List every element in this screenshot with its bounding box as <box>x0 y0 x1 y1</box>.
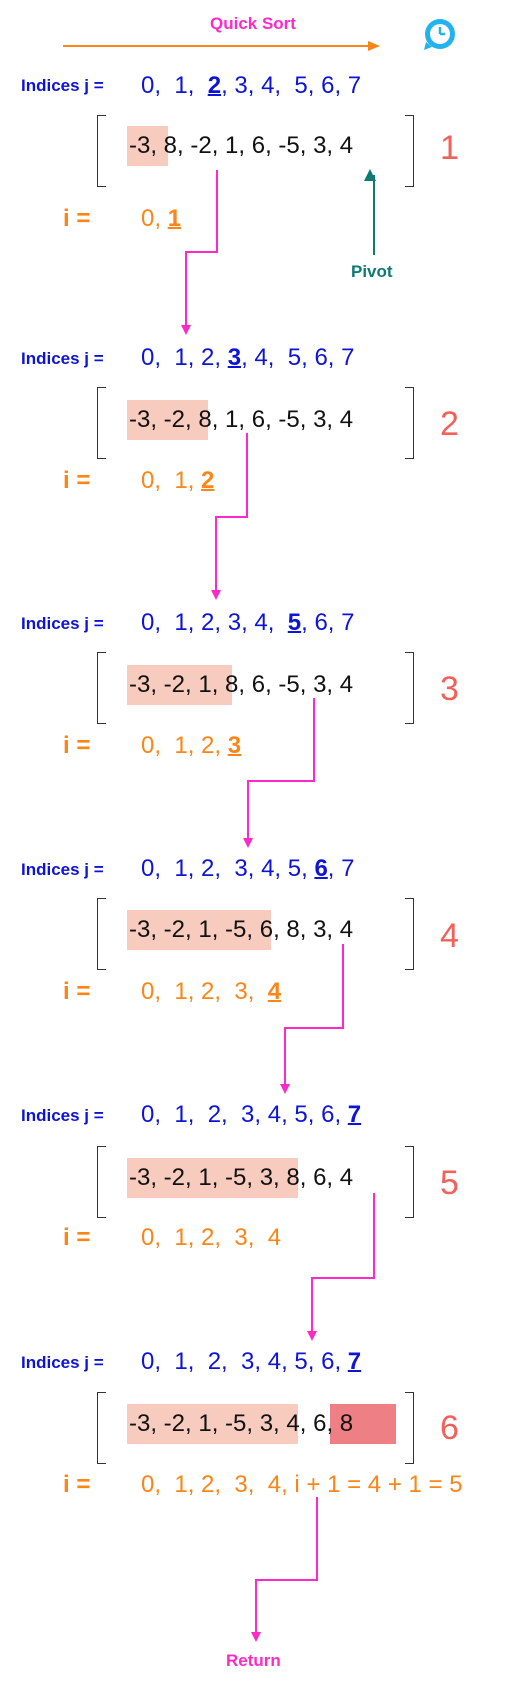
flow-arrow-3 <box>243 698 315 848</box>
flow-arrow-5 <box>307 1193 375 1341</box>
indices-row-2: 0, 1, 2, 3, 4, 5, 6, 7 <box>141 344 355 371</box>
step-number-4: 4 <box>440 917 459 955</box>
indices-row-4: 0, 1, 2, 3, 4, 5, 6, 7 <box>141 855 355 882</box>
highlight-6 <box>127 1404 298 1444</box>
indices-row-5: 0, 1, 2, 3, 4, 5, 6, 7 <box>141 1101 362 1128</box>
i-label: i = <box>63 1471 91 1498</box>
step-number-3: 3 <box>440 670 459 708</box>
bracket-left-3 <box>97 652 106 724</box>
highlight-5 <box>127 1158 298 1198</box>
highlight-greater-6 <box>330 1404 396 1444</box>
i-row-2: 0, 1, 2 <box>141 467 215 494</box>
bracket-right-6 <box>405 1392 414 1464</box>
i-row-1: 0, 1 <box>141 205 182 232</box>
array-row-5: -3, -2, 1, -5, 3, 8, 6, 4 <box>129 1164 354 1191</box>
bracket-left-4 <box>97 898 106 970</box>
flow-arrow-1 <box>181 170 218 335</box>
indices-label: Indices j = <box>21 1106 104 1125</box>
bracket-right-5 <box>405 1146 414 1218</box>
i-row-4: 0, 1, 2, 3, 4 <box>141 978 282 1005</box>
flow-arrow-4 <box>280 944 344 1094</box>
bracket-left-5 <box>97 1146 106 1218</box>
array-row-6: -3, -2, 1, -5, 3, 4, 6, 8 <box>129 1410 354 1437</box>
step-number-5: 5 <box>440 1164 459 1202</box>
bracket-left-2 <box>97 387 106 459</box>
i-label: i = <box>63 205 91 232</box>
flow-arrow-return <box>251 1497 318 1642</box>
bracket-left-6 <box>97 1392 106 1464</box>
highlight-4 <box>127 910 271 950</box>
i-row-5: 0, 1, 2, 3, 4 <box>141 1224 282 1251</box>
bracket-right-4 <box>405 898 414 970</box>
bracket-right-3 <box>405 652 414 724</box>
i-row-6: 0, 1, 2, 3, 4, i + 1 = 4 + 1 = 5 <box>141 1471 463 1498</box>
indices-label: Indices j = <box>21 349 104 368</box>
i-label: i = <box>63 1224 91 1251</box>
flow-arrow-2 <box>211 433 248 600</box>
bracket-right-2 <box>405 387 414 459</box>
step-number-2: 2 <box>440 405 459 443</box>
i-label: i = <box>63 732 91 759</box>
i-row-3: 0, 1, 2, 3 <box>141 732 242 759</box>
clock-refresh-icon[interactable] <box>422 14 458 59</box>
indices-label: Indices j = <box>21 614 104 633</box>
indices-row-6: 0, 1, 2, 3, 4, 5, 6, 7 <box>141 1348 362 1375</box>
i-label: i = <box>63 467 91 494</box>
indices-label: Indices j = <box>21 860 104 879</box>
highlight-3 <box>127 665 232 705</box>
step-number-6: 6 <box>440 1409 459 1447</box>
highlight-2 <box>127 400 208 440</box>
bracket-left-1 <box>97 115 106 187</box>
array-row-2: -3, -2, 8, 1, 6, -5, 3, 4 <box>129 406 354 433</box>
indices-row-1: 0, 1, 2, 3, 4, 5, 6, 7 <box>141 72 362 99</box>
array-row-1: -3, 8, -2, 1, 6, -5, 3, 4 <box>129 132 354 159</box>
step-number-1: 1 <box>440 129 459 167</box>
array-row-3: -3, -2, 1, 8, 6, -5, 3, 4 <box>129 671 354 698</box>
indices-label: Indices j = <box>21 1353 104 1372</box>
page-title: Quick Sort <box>210 14 296 33</box>
pivot-label: Pivot <box>351 262 393 281</box>
return-label: Return <box>226 1651 281 1670</box>
indices-row-3: 0, 1, 2, 3, 4, 5, 6, 7 <box>141 609 355 636</box>
array-row-4: -3, -2, 1, -5, 6, 8, 3, 4 <box>129 916 354 943</box>
bracket-right-1 <box>405 115 414 187</box>
indices-label: Indices j = <box>21 76 104 95</box>
i-label: i = <box>63 978 91 1005</box>
highlight-1 <box>127 126 168 166</box>
